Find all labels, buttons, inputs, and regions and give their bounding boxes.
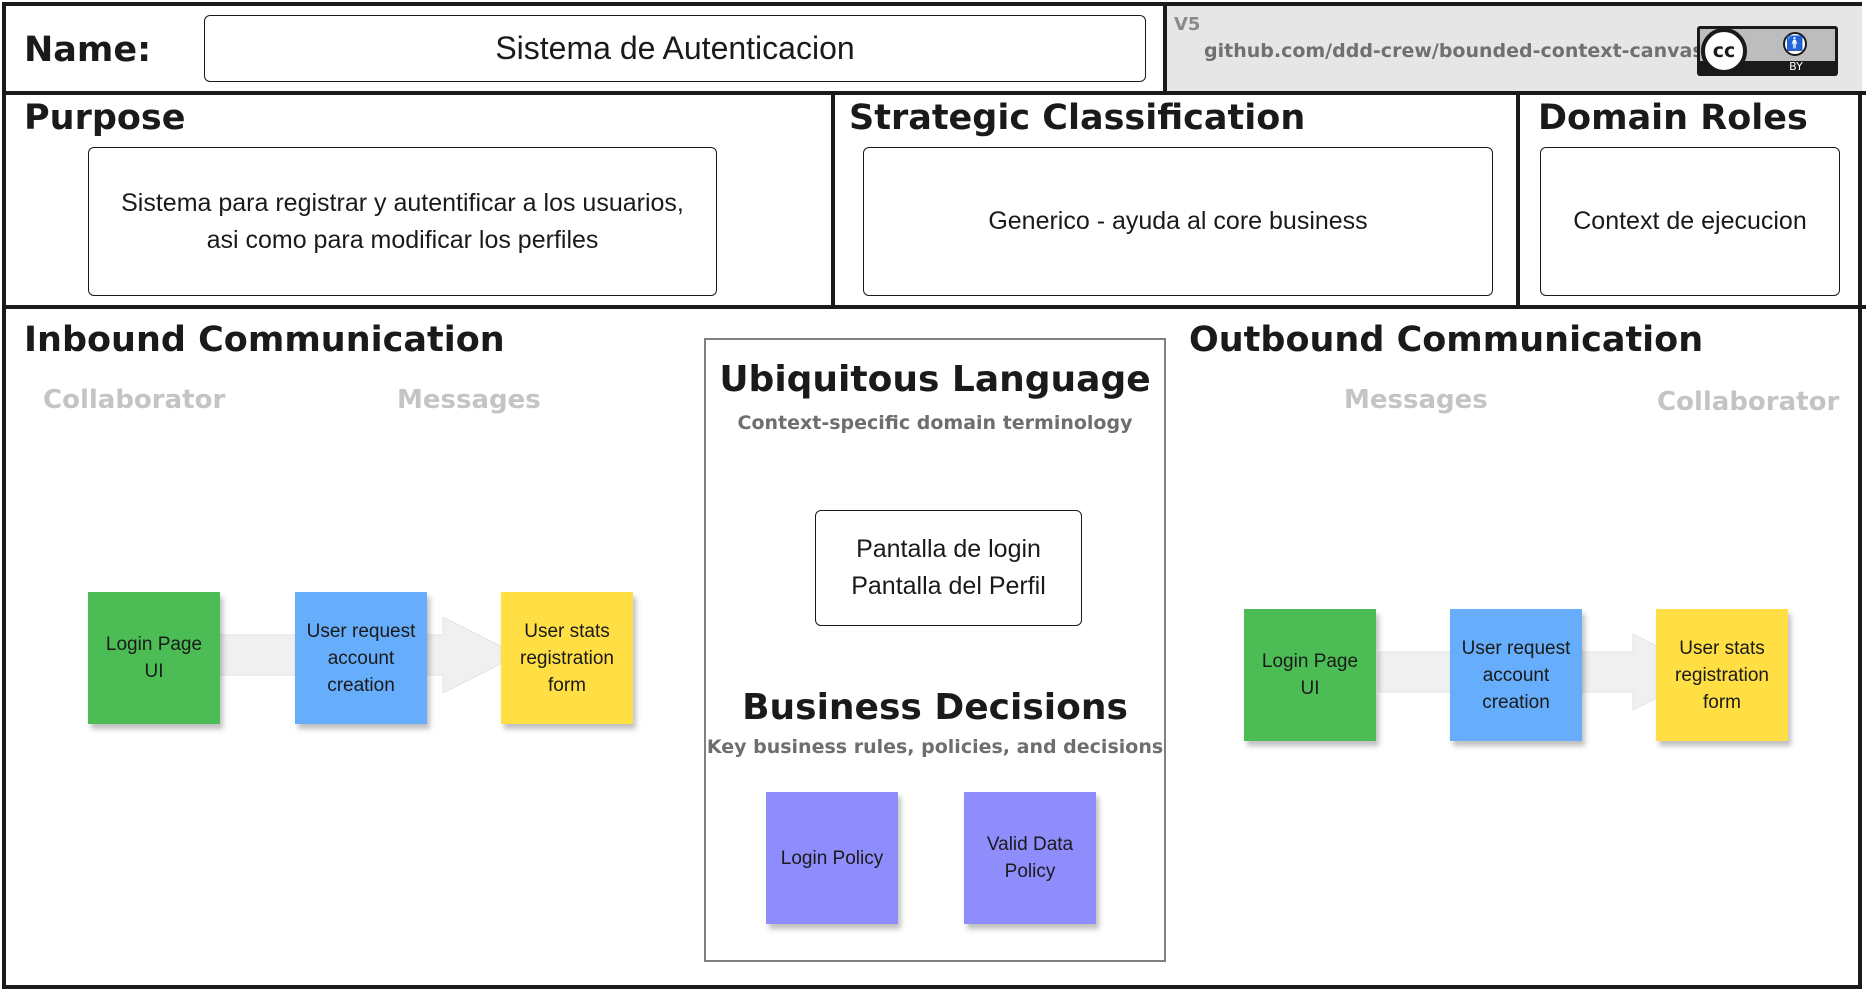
purpose-divider <box>831 92 835 308</box>
domain-roles-label: Domain Roles <box>1538 98 1808 138</box>
header-divider <box>2 91 1866 95</box>
purpose-line-1: Sistema para registrar y autentificar a … <box>121 188 684 217</box>
sticky-note-line: registration <box>520 647 614 669</box>
business-decisions-subtitle: Key business rules, policies, and decisi… <box>706 736 1164 758</box>
ubiquitous-business-panel: Ubiquitous Language Context-specific dom… <box>704 338 1166 962</box>
inbound-sticky-user-request[interactable]: User request account creation <box>295 592 427 724</box>
term-2: Pantalla del Perfil <box>851 572 1046 600</box>
strategic-divider <box>1516 92 1520 308</box>
repo-link[interactable]: github.com/ddd-crew/bounded-context-canv… <box>1204 40 1704 62</box>
sticky-note-line: account <box>1482 664 1550 686</box>
sticky-note-line: account <box>327 647 395 669</box>
sticky-note-line: UI <box>1300 678 1320 699</box>
cc-license-badge[interactable]: cc 🚹 BY <box>1697 26 1838 76</box>
purpose-line-2: asi como para modificar los perfiles <box>206 225 599 254</box>
sticky-note-line: User stats <box>1679 637 1765 659</box>
strategic-classification-label: Strategic Classification <box>849 98 1306 138</box>
row2-divider <box>2 305 1866 309</box>
sticky-note-line: Login Page <box>105 634 203 655</box>
sticky-note-line: Login Policy <box>780 847 884 869</box>
sticky-note-line: User request <box>1461 637 1571 659</box>
outbound-sticky-user-stats[interactable]: User stats registration form <box>1656 609 1788 741</box>
strategic-classification-field[interactable]: Generico - ayuda al core business <box>863 147 1493 296</box>
sticky-note-line: Login Page <box>1261 651 1359 672</box>
outbound-collaborator-header: Collaborator <box>1657 387 1840 417</box>
ubiquitous-terms-field[interactable]: Pantalla de login Pantalla del Perfil <box>815 510 1082 626</box>
outbound-sticky-user-request[interactable]: User request account creation <box>1450 609 1582 741</box>
sticky-note-line: registration <box>1675 664 1769 686</box>
sticky-note-line: form <box>548 674 586 696</box>
purpose-field[interactable]: Sistema para registrar y autentificar a … <box>88 147 717 296</box>
header-vertical-divider <box>1163 2 1167 94</box>
outbound-messages-header: Messages <box>1344 385 1488 415</box>
version-label: V5 <box>1174 14 1201 35</box>
sticky-note-line: UI <box>144 661 164 682</box>
sticky-note-line: User stats <box>524 620 610 642</box>
inbound-collaborator-header: Collaborator <box>43 385 226 415</box>
license-by-text: BY <box>1789 60 1803 73</box>
business-sticky-login-policy[interactable]: Login Policy <box>766 792 898 924</box>
sticky-note-line: form <box>1703 691 1741 713</box>
inbound-communication-label: Inbound Communication <box>24 320 505 360</box>
sticky-note-line: creation <box>327 674 395 696</box>
domain-roles-field[interactable]: Context de ejecucion <box>1540 147 1840 296</box>
sticky-note-line: Policy <box>1004 861 1056 882</box>
outbound-communication-label: Outbound Communication <box>1189 320 1704 360</box>
sticky-note-line: Valid Data <box>986 834 1074 855</box>
business-decisions-title: Business Decisions <box>742 687 1128 728</box>
cc-icon: cc <box>1701 28 1747 74</box>
purpose-label: Purpose <box>24 98 186 138</box>
attribution-icon: 🚹 <box>1783 32 1807 56</box>
inbound-sticky-user-stats[interactable]: User stats registration form <box>501 592 633 724</box>
name-field[interactable]: Sistema de Autenticacion <box>204 15 1146 82</box>
inbound-messages-header: Messages <box>397 385 541 415</box>
sticky-note-line: User request <box>306 620 416 642</box>
sticky-note-line: creation <box>1482 691 1550 713</box>
term-1: Pantalla de login <box>856 535 1041 563</box>
name-label: Name: <box>24 30 152 70</box>
ubiquitous-language-subtitle: Context-specific domain terminology <box>737 412 1133 434</box>
ubiquitous-language-title: Ubiquitous Language <box>719 359 1151 400</box>
